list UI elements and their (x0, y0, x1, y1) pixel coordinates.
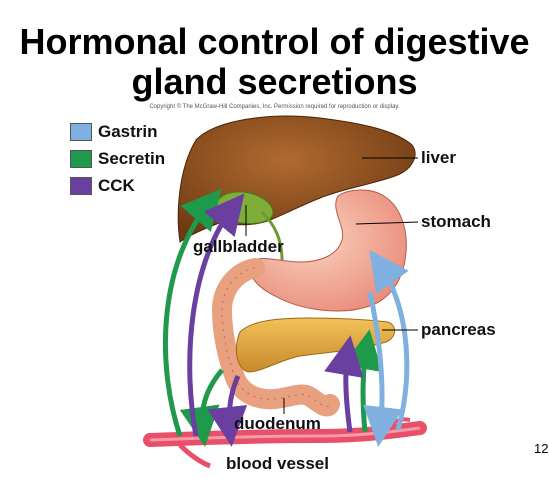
bile-duct (260, 210, 284, 261)
page-number: 12 (534, 441, 549, 456)
secretin-arrow-from-duodenum (179, 368, 224, 447)
secretin-arrow-to-pancreas (342, 329, 383, 433)
title-line-2: gland secretions (131, 61, 418, 102)
pancreas-shape (235, 317, 395, 373)
gastrin-arrow-from-stomach (363, 291, 403, 447)
copyright-notice: Copyright © The McGraw-Hill Companies, I… (149, 104, 400, 110)
label-gallbladder: gallbladder (193, 237, 284, 256)
legend-label-secretin: Secretin (98, 149, 166, 168)
label-pancreas: pancreas (421, 320, 496, 339)
legend-item-secretin: Secretin (70, 149, 165, 169)
title-line-1: Hormonal control of digestive (19, 21, 530, 62)
cck-arrow-to-pancreas (324, 335, 364, 433)
cck-arrow-from-duodenum (207, 374, 248, 447)
gastrin-swatch (70, 123, 92, 141)
label-duodenum: duodenum (234, 414, 321, 433)
gastrin-arrow-to-stomach (369, 249, 410, 431)
legend-item-cck: CCK (70, 176, 135, 196)
duodenum-shape (211, 258, 340, 417)
legend-label-cck: CCK (98, 176, 135, 195)
blood-vessel-branch (178, 443, 211, 469)
label-stomach: stomach (421, 212, 491, 231)
label-blood-vessel: blood vessel (226, 454, 329, 473)
stomach-shape (249, 189, 407, 312)
label-liver: liver (421, 148, 456, 167)
secretin-swatch (70, 150, 92, 168)
cck-arrow-to-gallbladder (187, 193, 245, 437)
secretin-arrow-to-liver (162, 188, 222, 437)
legend-label-gastrin: Gastrin (98, 122, 158, 141)
legend-item-gastrin: Gastrin (70, 122, 158, 142)
cck-swatch (70, 177, 92, 195)
